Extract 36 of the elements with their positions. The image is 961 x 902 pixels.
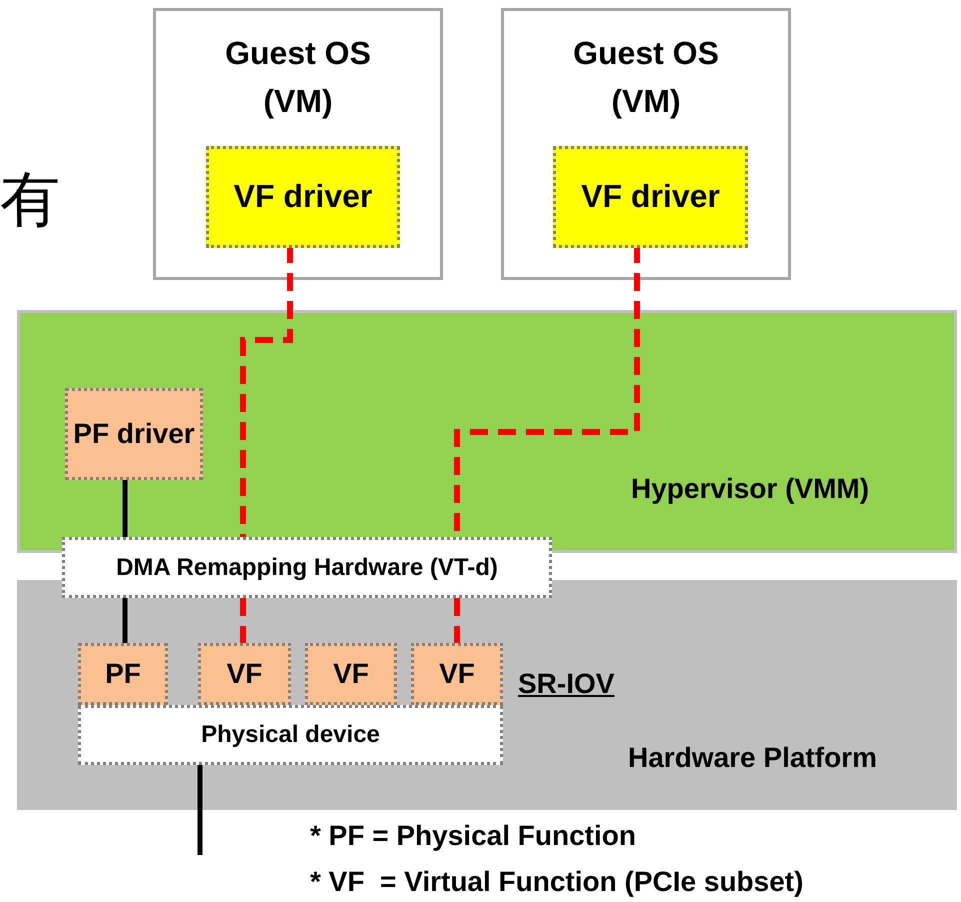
- box-label: VF: [333, 656, 369, 691]
- hardware-platform-layer: [17, 580, 957, 810]
- box-label: PF driver: [73, 416, 195, 451]
- driver-box: [206, 146, 400, 248]
- function-box: [198, 643, 291, 705]
- box-label: VF: [226, 656, 262, 691]
- physical-device-box: [78, 705, 503, 765]
- layer-title: Hardware Platform: [628, 742, 877, 774]
- dashed-connector: [454, 598, 460, 643]
- driver-box: [553, 146, 748, 248]
- dashed-connector: [240, 245, 293, 537]
- sr-iov-label: SR-IOV: [518, 668, 614, 700]
- function-box: [305, 643, 397, 705]
- dma-remapping-box: [62, 537, 552, 598]
- guest-os-box: [153, 8, 443, 280]
- box-label: VF driver: [581, 177, 720, 216]
- function-box: [78, 643, 168, 705]
- box-label: DMA Remapping Hardware (VT-d): [116, 552, 498, 583]
- driver-box: [65, 388, 203, 480]
- box-title: Guest OS (VM): [572, 34, 720, 121]
- box-label: VF: [439, 656, 475, 691]
- box-label: Physical device: [201, 720, 380, 750]
- footnote: * VF = Virtual Function (PCIe subset): [310, 866, 804, 898]
- function-box: [411, 643, 503, 705]
- connector-line: [122, 598, 128, 643]
- dashed-connector: [240, 598, 246, 643]
- guest-os-box: [501, 8, 791, 280]
- footnote: * PF = Physical Function: [310, 820, 636, 852]
- box-title: Guest OS (VM): [224, 34, 372, 121]
- side-character: 有: [0, 165, 60, 235]
- box-label: VF driver: [234, 177, 372, 216]
- connector-line: [198, 765, 202, 855]
- box-label: PF: [105, 656, 141, 691]
- hypervisor-layer: [17, 310, 957, 553]
- layer-title: Hypervisor (VMM): [631, 473, 870, 505]
- connector-line: [122, 477, 128, 537]
